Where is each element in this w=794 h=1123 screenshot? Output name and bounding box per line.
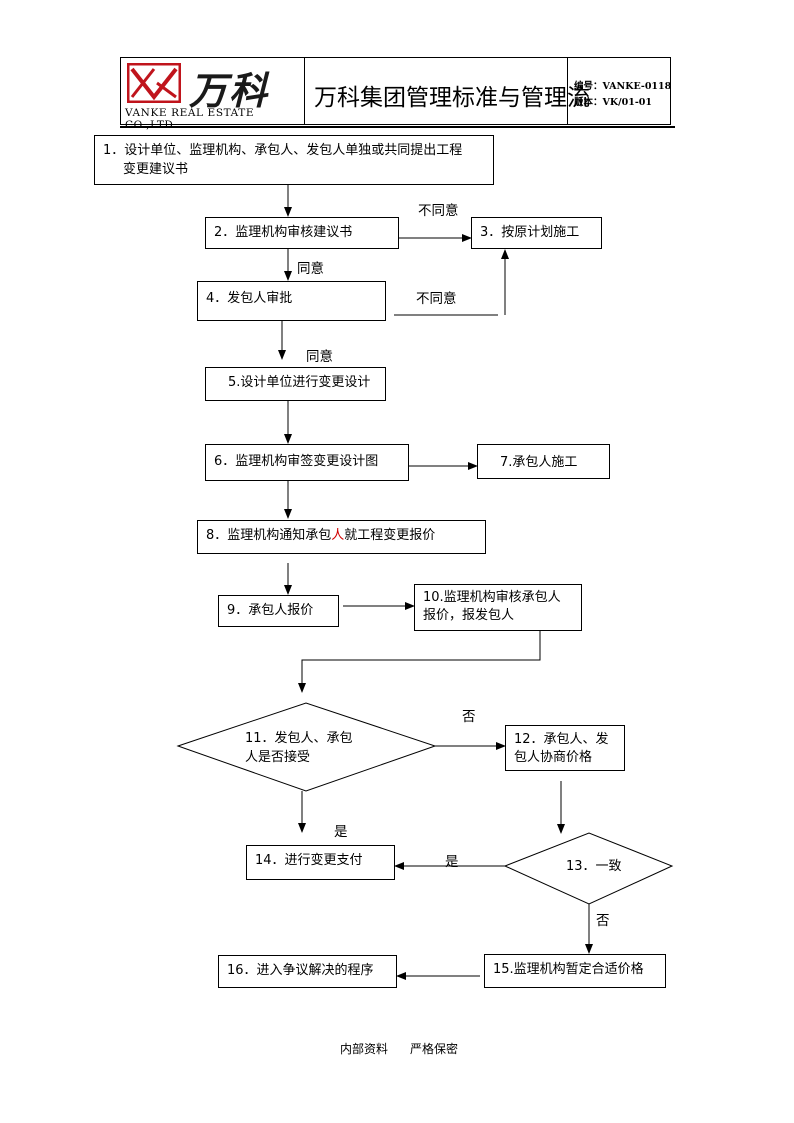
- vanke-logo-icon: [127, 63, 181, 103]
- step-9-text: 9．承包人报价: [227, 603, 314, 618]
- step-13-text: 13．一致: [566, 859, 622, 874]
- step-4-box: 4．发包人审批: [197, 281, 386, 321]
- step-11-line-1: 11．发包人、承包: [245, 731, 353, 746]
- step-6-text: 6．监理机构审签变更设计图: [214, 454, 379, 469]
- step-14-text: 14．进行变更支付: [255, 853, 363, 868]
- version-line: 版本：VK/01-01: [574, 94, 652, 108]
- step-12-line-1: 12．承包人、发: [514, 732, 609, 747]
- code-line: 编号：VANKE-0118: [574, 78, 671, 92]
- label-agree-2: 同意: [306, 349, 333, 365]
- step-1-line-1: 1．设计单位、监理机构、承包人、发包人单独或共同提出工程: [103, 143, 463, 158]
- version-label: 版本：: [574, 97, 603, 108]
- step-16-text: 16．进入争议解决的程序: [227, 963, 374, 978]
- step-3-text: 3．按原计划施工: [480, 225, 580, 240]
- step-12-line-2: 包人协商价格: [514, 750, 593, 765]
- company-logo: 万科 VANKE REAL ESTATE CO.,LTD: [121, 58, 305, 131]
- footer-confidential: 严格保密: [410, 1042, 459, 1056]
- step-7-text: 7.承包人施工: [500, 455, 578, 470]
- label-agree-1: 同意: [297, 261, 324, 277]
- step-1-line-2: 变更建议书: [123, 162, 189, 177]
- step-11-text: 11．发包人、承包 人是否接受: [245, 729, 353, 767]
- step-2-text: 2．监理机构审核建议书: [214, 225, 353, 240]
- step-14-box: 14．进行变更支付: [246, 845, 395, 880]
- logo-english-text: VANKE REAL ESTATE CO.,LTD: [125, 107, 255, 131]
- step-8-text-red: 人: [331, 528, 345, 543]
- logo-chinese-text: 万科: [189, 69, 270, 113]
- step-3-box: 3．按原计划施工: [471, 217, 602, 249]
- step-5-text: 5.设计单位进行变更设计: [228, 375, 371, 390]
- footer-internal: 内部资料: [340, 1042, 389, 1056]
- step-12-box: 12．承包人、发 包人协商价格: [505, 725, 625, 771]
- document-meta: 编号：VANKE-0118 版本：VK/01-01: [567, 58, 671, 124]
- label-disagree-2: 不同意: [416, 291, 457, 307]
- step-9-box: 9．承包人报价: [218, 595, 339, 627]
- page-footer: 内部资料 严格保密: [340, 1040, 480, 1057]
- step-2-box: 2．监理机构审核建议书: [205, 217, 399, 249]
- code-label: 编号：: [574, 81, 603, 92]
- header-divider: [120, 126, 675, 128]
- label-yes-2: 是: [445, 854, 459, 870]
- label-yes-1: 是: [334, 824, 348, 840]
- label-no-1: 否: [462, 709, 476, 725]
- version-value: VK/01-01: [602, 97, 652, 108]
- step-10-box: 10.监理机构审核承包人 报价，报发包人: [414, 584, 582, 631]
- step-7-box: 7.承包人施工: [477, 444, 610, 479]
- diamond-11: [176, 702, 437, 792]
- step-8-box: 8．监理机构通知承包人就工程变更报价: [197, 520, 486, 554]
- label-disagree-1: 不同意: [418, 203, 459, 219]
- step-15-box: 15.监理机构暂定合适价格: [484, 954, 666, 988]
- diamond-13: [503, 832, 674, 905]
- step-15-text: 15.监理机构暂定合适价格: [493, 962, 644, 977]
- step-5-box: 5.设计单位进行变更设计: [205, 367, 386, 401]
- step-8-text-a: 8．监理机构通知承包: [206, 528, 332, 543]
- step-16-box: 16．进入争议解决的程序: [218, 955, 397, 988]
- step-10-line-2: 报价，报发包人: [423, 608, 515, 623]
- document-title: 万科集团管理标准与管理流: [314, 85, 590, 111]
- label-no-2: 否: [596, 913, 610, 929]
- step-11-line-2: 人是否接受: [245, 750, 311, 765]
- code-value: VANKE-0118: [602, 81, 672, 92]
- step-4-text: 4．发包人审批: [206, 291, 293, 306]
- step-8-text-b: 就工程变更报价: [344, 528, 436, 543]
- step-10-line-1: 10.监理机构审核承包人: [423, 590, 561, 605]
- step-1-box: 1．设计单位、监理机构、承包人、发包人单独或共同提出工程 变更建议书: [94, 135, 494, 185]
- step-6-box: 6．监理机构审签变更设计图: [205, 444, 409, 481]
- document-header: 万科 VANKE REAL ESTATE CO.,LTD 万科集团管理标准与管理…: [120, 57, 671, 131]
